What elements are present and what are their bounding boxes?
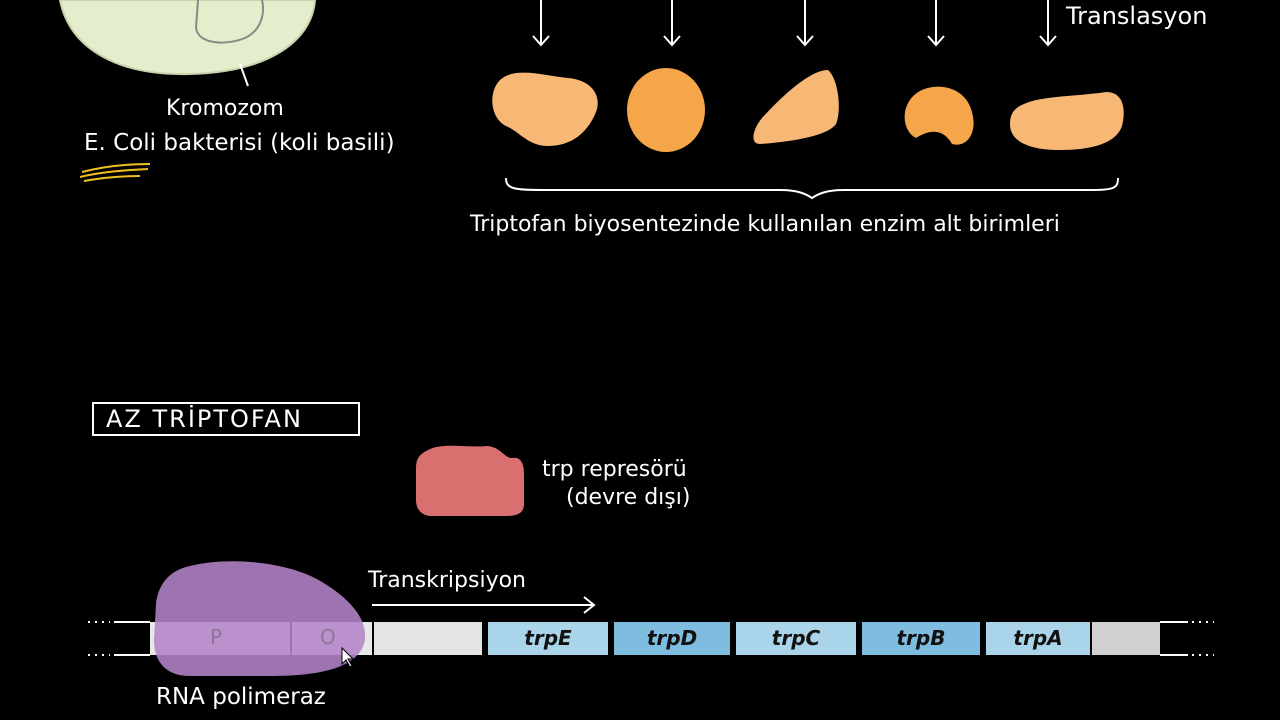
gene-trpB: trpB [896,626,946,650]
ecoli-label: E. Coli bakterisi (koli basili) [84,130,395,156]
enzyme-subunit-4 [904,86,974,145]
promoter-label: P [210,625,223,649]
polymerase-label: RNA polimeraz [156,684,326,710]
condition-label: AZ TRİPTOFAN [106,405,303,433]
enzyme-subunit-3 [753,70,839,144]
gene-trpD: trpD [646,626,698,650]
enzyme-subunit-2 [627,68,705,152]
trp-repressor-shape [416,445,524,516]
chromosome-loop [194,0,264,44]
enzyme-caption: Triptofan biyosentezinde kullanılan enzi… [470,212,1060,237]
condition-box: AZ TRİPTOFAN [92,402,360,436]
operator-label: O [320,625,336,649]
translation-label: Translasyon [1066,2,1208,30]
transcription-label: Transkripsiyon [368,568,526,593]
ecoli-cell [58,0,317,76]
repressor-label: trp represörü [542,457,687,482]
rna-polymerase-shape [154,561,366,676]
gene-trpA: trpA [1013,626,1063,650]
enzyme-subunit-1 [492,72,598,146]
repressor-status: (devre dışı) [566,485,691,510]
chromosome-label: Kromozom [166,96,284,121]
enzyme-subunit-5 [1010,92,1124,150]
translation-arrows [532,0,1057,47]
mouse-cursor-icon [341,646,355,668]
gene-trpC: trpC [771,626,821,650]
gene-trpE: trpE [524,626,572,650]
enzyme-brace [505,177,1119,200]
chromosome-pointer [239,63,249,87]
transcription-arrow [372,596,596,614]
highlight-scribble [79,163,151,182]
